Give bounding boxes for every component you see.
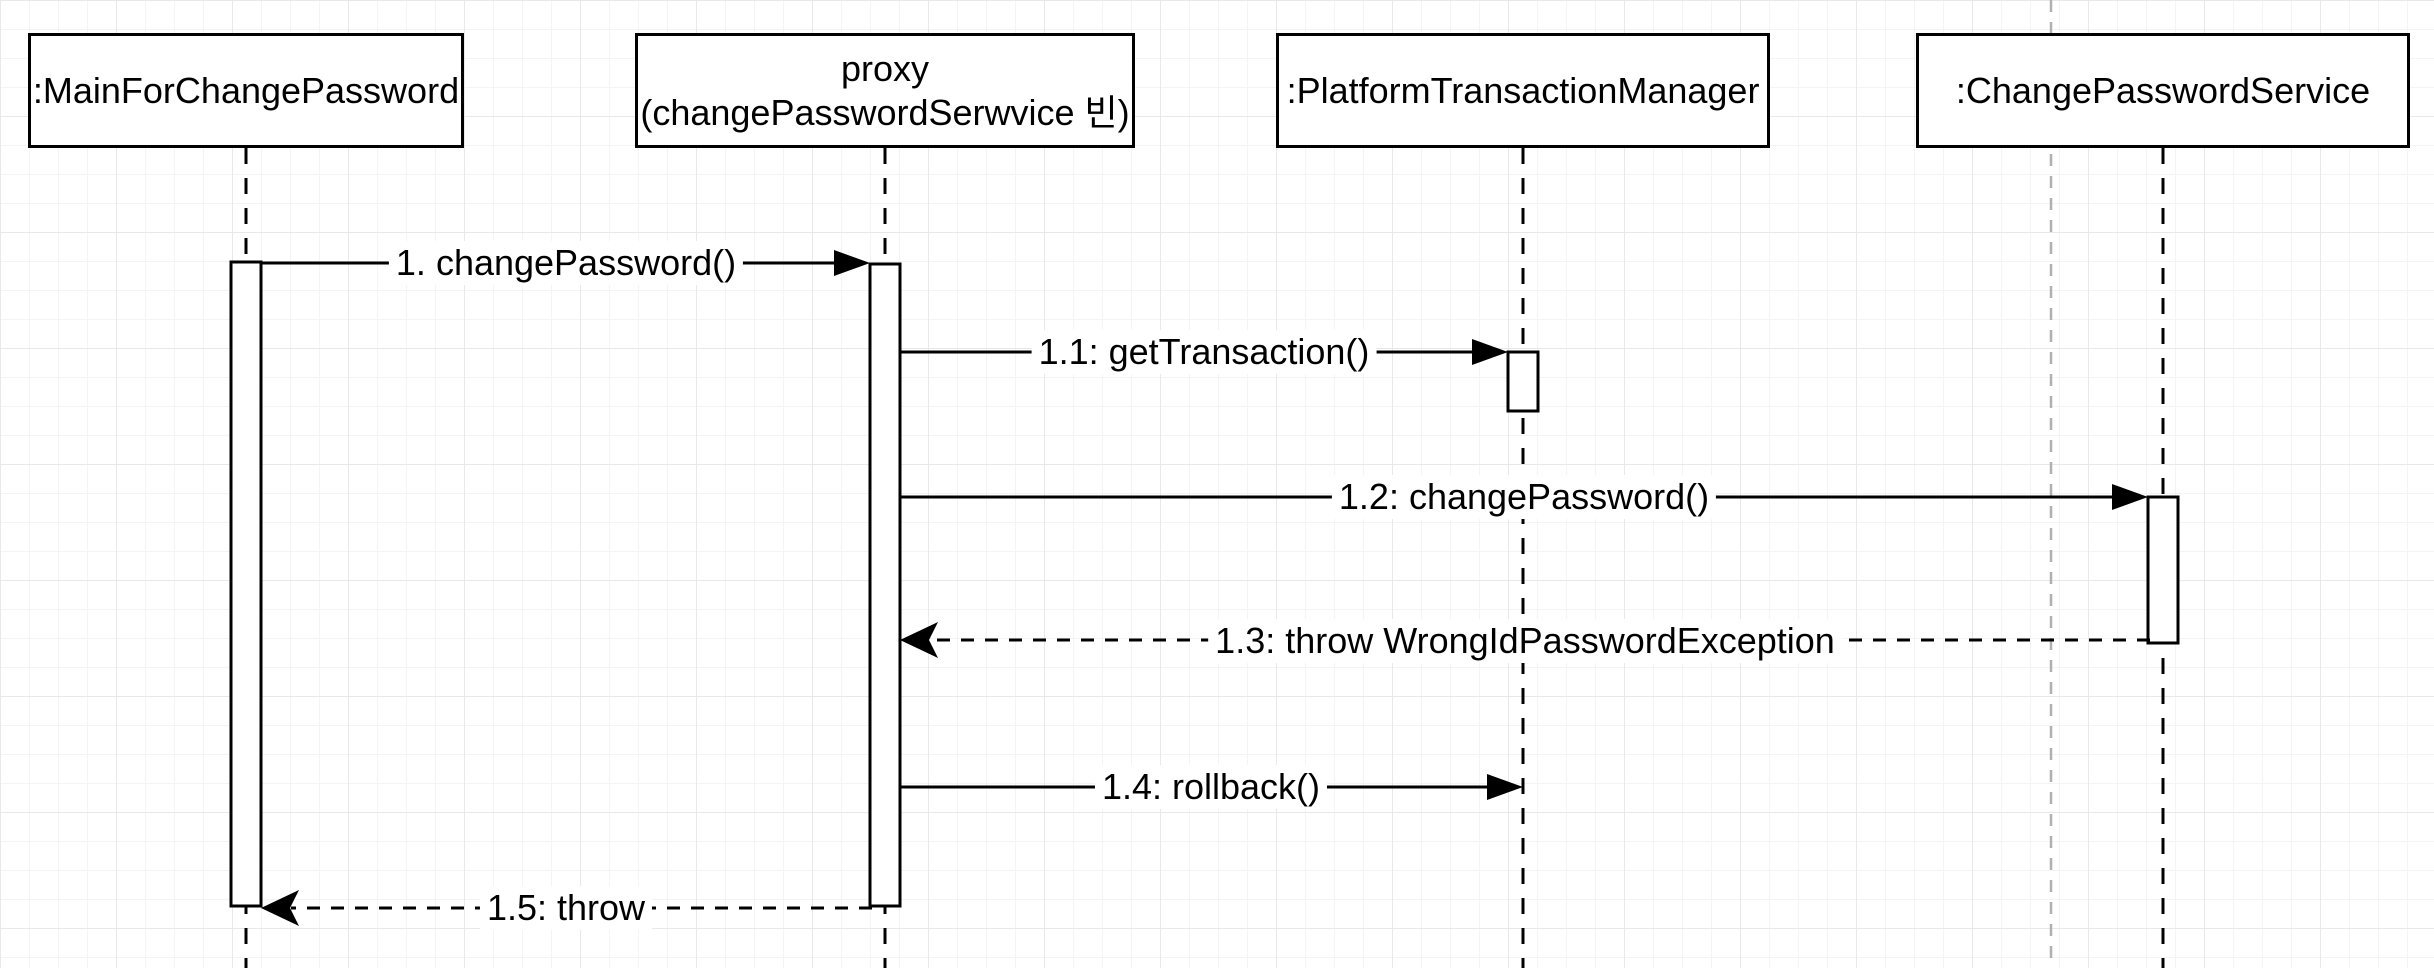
activation-bar-main[interactable]: [229, 260, 263, 908]
message-label-1-5[interactable]: 1.5: throw: [479, 886, 653, 930]
activation-bar-platform-transaction-manager[interactable]: [1506, 350, 1540, 413]
arrowhead-message-1-1: [1472, 339, 1508, 365]
participant-main-for-change-password[interactable]: :MainForChangePassword: [28, 33, 464, 148]
participant-label: :ChangePasswordService: [1955, 69, 2371, 111]
participant-change-password-service[interactable]: :ChangePasswordService: [1916, 33, 2410, 148]
participant-label: :PlatformTransactionManager: [1286, 69, 1760, 111]
message-label-1-3[interactable]: 1.3: throw WrongIdPasswordException: [1208, 619, 1842, 663]
arrowhead-message-1-4: [1487, 774, 1523, 800]
arrowhead-message-1: [834, 250, 870, 276]
arrowhead-message-1-3: [900, 622, 938, 658]
participant-label-line-2: (changePasswordSerwvice 빈): [640, 91, 1130, 133]
message-label-1-4[interactable]: 1.4: rollback(): [1094, 765, 1328, 809]
participant-platform-transaction-manager[interactable]: :PlatformTransactionManager: [1276, 33, 1770, 148]
arrowhead-message-1-5: [261, 890, 299, 926]
activation-bar-proxy[interactable]: [868, 262, 902, 908]
participant-label-line-1: proxy: [840, 47, 930, 89]
participant-proxy[interactable]: proxy (changePasswordSerwvice 빈): [635, 33, 1135, 148]
activation-bar-change-password-service[interactable]: [2146, 495, 2180, 645]
arrowhead-message-1-2: [2112, 484, 2148, 510]
participant-label: :MainForChangePassword: [32, 69, 460, 111]
message-label-1-1[interactable]: 1.1: getTransaction(): [1031, 330, 1377, 374]
message-label-1-2[interactable]: 1.2: changePassword(): [1331, 475, 1717, 519]
message-label-1[interactable]: 1. changePassword(): [388, 241, 744, 285]
